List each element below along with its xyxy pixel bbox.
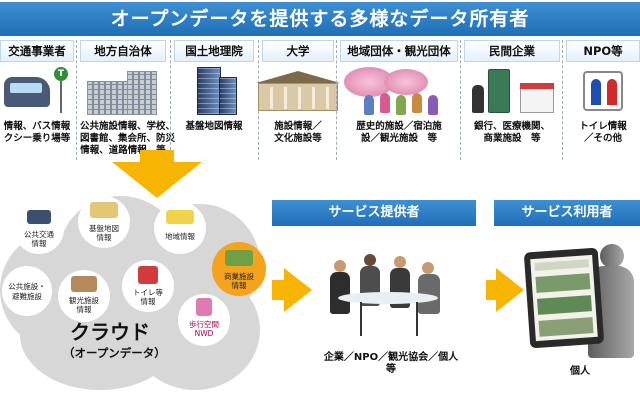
owner-tourism: 地域団体・観光団体 歴史的施設／宿泊施設／観光施設 等 [340, 40, 458, 145]
owner-desc: 公共施設情報、学校、図書館、集会所、防災情報、道路情報 等 [80, 121, 176, 156]
city-hall-icon [83, 67, 163, 117]
university-building-icon [256, 67, 340, 117]
divider [460, 40, 461, 160]
owner-label: 民間企業 [464, 40, 560, 62]
owner-label: 地域団体・観光団体 [340, 40, 458, 62]
right-arrow-icon [284, 268, 312, 312]
cloud-bubble: 商業施設 情報 [212, 242, 266, 296]
owner-desc: 銀行、医療機関、商業施設 等 [473, 121, 550, 144]
atm-shop-icon [466, 67, 558, 117]
down-arrow-icon [112, 162, 202, 198]
right-arrow-icon [272, 280, 284, 300]
toilet-icon [138, 266, 158, 284]
bus-icon [27, 210, 51, 224]
right-arrow-icon [486, 280, 496, 300]
owner-desc: 施設情報／文化施設等 [274, 121, 322, 144]
owner-label: 地方自治体 [80, 40, 166, 62]
cloud-bubble: 地域情報 [154, 202, 206, 254]
down-arrow-icon [140, 150, 174, 164]
cherry-blossom-icon [344, 67, 454, 117]
divider [562, 40, 563, 160]
divider [76, 40, 77, 160]
tablet-icon [523, 247, 605, 349]
store-icon [225, 250, 253, 266]
owner-desc: 情報、バス情報クシー乗り場等 [3, 121, 71, 144]
owner-label: 大学 [262, 40, 334, 62]
cloud-bubble: 公共施設・ 避難施設 [2, 266, 52, 316]
wheelchair-icon [196, 298, 212, 316]
map-icon [90, 202, 118, 218]
provider-label: 企業／NPO／観光協会／個人 等 [323, 352, 459, 375]
user-head [600, 244, 624, 268]
cloud-bubble: 公共交通 情報 [14, 204, 64, 254]
office-tower-icon [179, 67, 249, 117]
meeting-people-icon [320, 240, 460, 340]
owner-desc: 基盤地図情報 [185, 121, 243, 132]
train-icon: T [2, 67, 72, 117]
user-label: 個人 [570, 366, 590, 377]
restroom-icon [573, 67, 633, 117]
title-banner: オープンデータを提供する多様なデータ所有者 [0, 2, 640, 36]
cloud-bubble: 観光施設 情報 [58, 270, 110, 322]
owner-municipality: 地方自治体 公共施設情報、学校、図書館、集会所、防災情報、道路情報 等 [80, 40, 176, 157]
provider-heading: サービス提供者 [272, 200, 476, 226]
owner-npo: NPO等 トイレ情報／その他 [566, 40, 640, 145]
cloud-bubble: トイレ等 情報 [122, 260, 174, 312]
owner-label: 交通事業者 [0, 40, 74, 62]
owner-desc: トイレ情報／その他 [579, 121, 627, 144]
right-arrow-icon [496, 268, 524, 312]
owner-desc: 歴史的施設／宿泊施設／観光施設 等 [356, 121, 442, 144]
owner-label: 国土地理院 [174, 40, 254, 62]
cloud-bubble: 基盤地図 情報 [78, 196, 130, 248]
cloud-diagram: 公共交通 情報 基盤地図 情報 地域情報 商業施設 情報 公共施設・ 避難施設 … [0, 190, 270, 400]
owner-label: NPO等 [566, 40, 640, 62]
temple-icon [71, 276, 97, 292]
user-heading: サービス利用者 [494, 200, 640, 226]
cloud-title: クラウド [70, 320, 150, 344]
owner-private: 民間企業 銀行、医療機関、商業施設 等 [464, 40, 560, 145]
bus-stop-icon: T [54, 67, 68, 81]
divider [336, 40, 337, 160]
local-info-icon [166, 210, 194, 224]
cloud-subtitle: （オープンデータ） [63, 346, 166, 360]
owner-transport: 交通事業者 T 情報、バス情報クシー乗り場等 [0, 40, 74, 145]
owner-university: 大学 施設情報／文化施設等 [256, 40, 340, 145]
divider [170, 40, 171, 160]
cloud-bubble: 歩行空間 NWD [178, 294, 230, 346]
owner-gsi: 国土地理院 基盤地図情報 [174, 40, 254, 133]
